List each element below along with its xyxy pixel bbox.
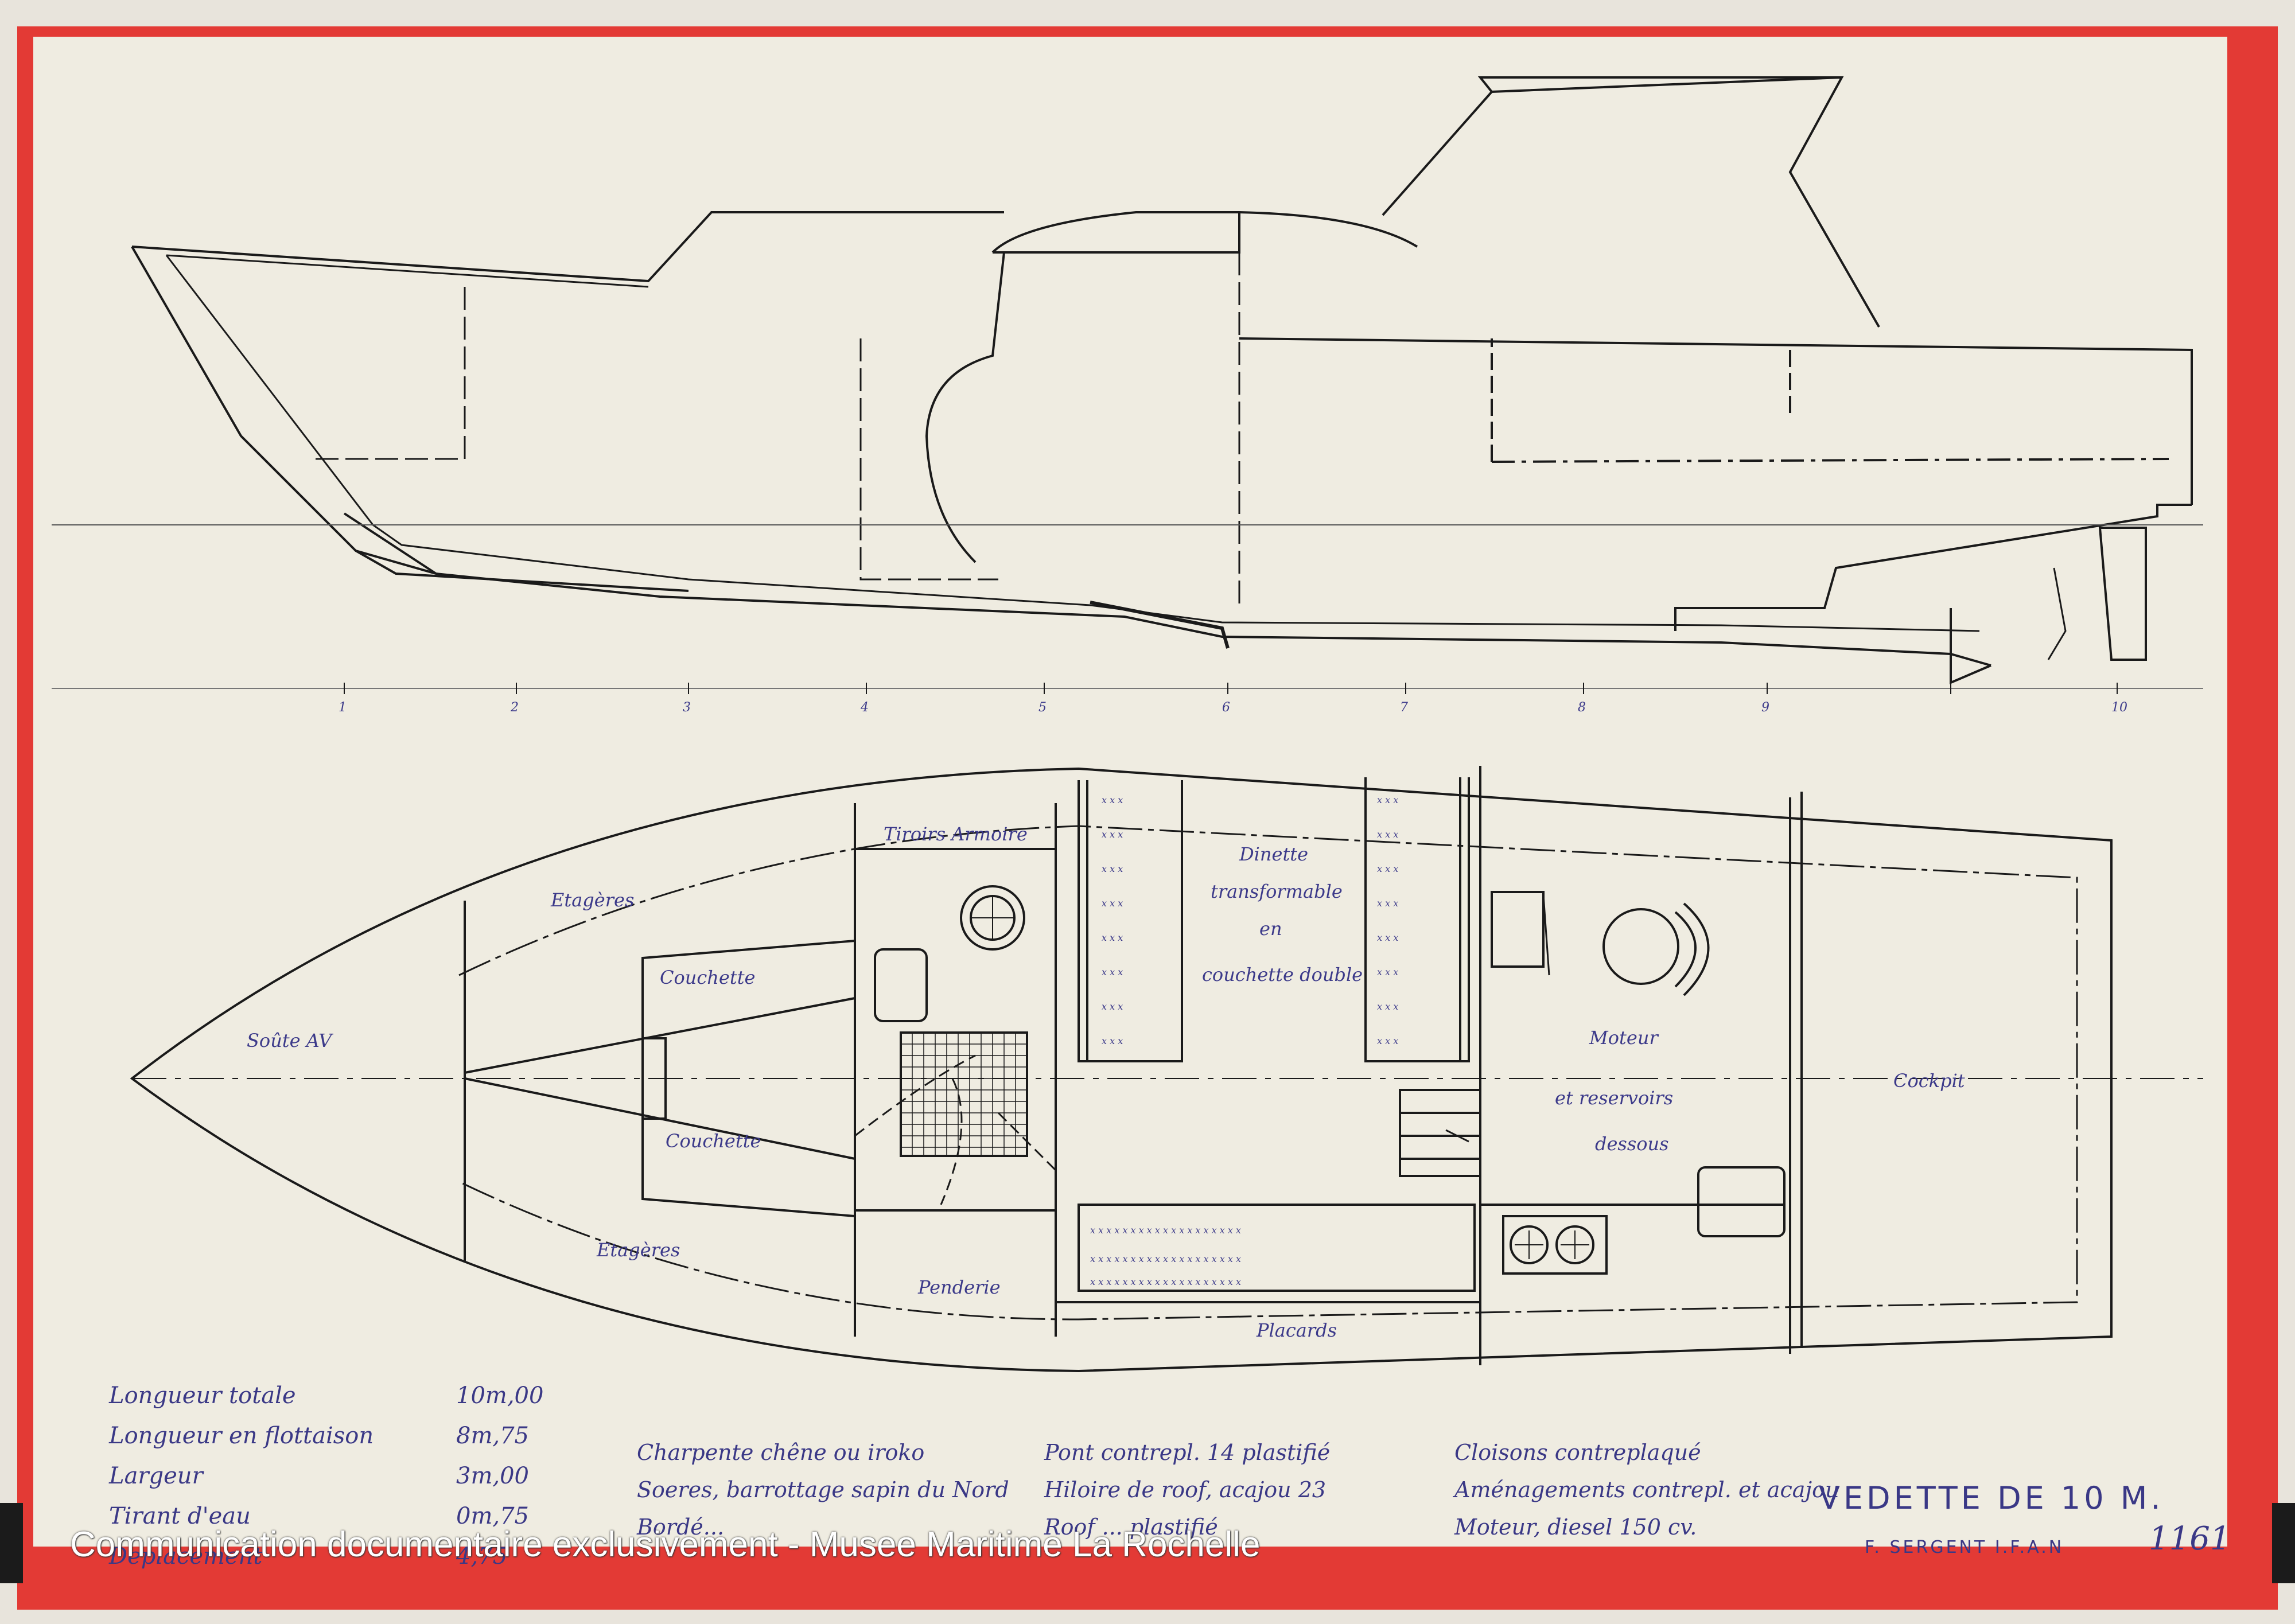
windscreen xyxy=(1382,76,1880,328)
profile-view xyxy=(52,76,2203,694)
label-penderie: Penderie xyxy=(917,1276,1001,1298)
note-line: Bordé... xyxy=(637,1514,725,1540)
spec-value: 10m,00 xyxy=(456,1382,544,1409)
svg-text:x x x: x x x xyxy=(1102,932,1123,943)
plan-number: 1161 xyxy=(2149,1520,2231,1557)
plan-view xyxy=(130,766,2203,1373)
svg-text:x x x: x x x xyxy=(1102,967,1123,977)
deckhouse xyxy=(991,211,1418,254)
station-label: 10 xyxy=(2111,700,2127,715)
svg-text:x x x: x x x xyxy=(1102,829,1123,840)
note-line: Hiloire de roof, acajou 23 xyxy=(1044,1477,1327,1502)
spec-value: 4,75 xyxy=(456,1543,508,1570)
shower-grid xyxy=(900,1031,1028,1157)
label-moteur-2: et reservoirs xyxy=(1555,1087,1673,1109)
svg-text:x x x: x x x xyxy=(1102,795,1123,805)
spec-label: Tirant d'eau xyxy=(109,1503,251,1529)
keel-line xyxy=(131,246,1991,667)
hull-outline xyxy=(130,767,2113,1373)
label-moteur-1: Moteur xyxy=(1589,1027,1659,1049)
label-etageres-top: Etagères xyxy=(550,889,634,911)
label-moteur-3: dessous xyxy=(1595,1133,1669,1155)
label-cockpit: Cockpit xyxy=(1893,1070,1965,1092)
label-dinette-3: en xyxy=(1259,918,1282,940)
station-label: 5 xyxy=(1038,700,1047,715)
designer-name: F. SERGENT I.F.A.N xyxy=(1865,1537,2064,1557)
svg-text:x x x x x x x x x x: x x x x x x x x x x x x x x x x x x x xyxy=(1090,1253,1241,1264)
spec-label: Longueur totale xyxy=(109,1382,296,1409)
station-label: 2 xyxy=(510,700,519,715)
compartment-labels: Tiroirs Armoire Etagères Couchette Soûte… xyxy=(247,823,1965,1341)
tracing-paper xyxy=(33,37,2227,1547)
label-tiroirs-armoire: Tiroirs Armoire xyxy=(884,823,1028,845)
cushion-pattern: x x x x x x x x x x x x x x x x x x x x x x x… xyxy=(1090,795,1398,1287)
svg-text:x x x: x x x xyxy=(1377,967,1398,977)
label-couchette-bottom: Couchette xyxy=(666,1130,761,1152)
svg-text:x x x: x x x xyxy=(1377,829,1398,840)
spec-value: 8m,75 xyxy=(456,1423,529,1449)
svg-text:x x x: x x x xyxy=(1377,898,1398,909)
svg-text:x x x: x x x xyxy=(1102,1035,1123,1046)
drawing-title: VEDETTE DE 10 M. xyxy=(1819,1480,2164,1516)
label-etageres-bottom: Etagères xyxy=(596,1239,680,1261)
spec-label: Deplacement xyxy=(109,1543,263,1570)
note-line: Aménagements contrepl. et acajou xyxy=(1454,1477,1839,1502)
note-line: Pont contrepl. 14 plastifié xyxy=(1044,1440,1331,1465)
station-label: 9 xyxy=(1761,700,1769,715)
station-label: 7 xyxy=(1400,700,1408,715)
svg-text:x x x x x x x x x x: x x x x x x x x x x x x x x x x x x x xyxy=(1090,1276,1241,1287)
svg-text:x x x x x x x x x x: x x x x x x x x x x x x x x x x x x x xyxy=(1090,1225,1241,1236)
note-line: Cloisons contreplaqué xyxy=(1454,1440,1701,1465)
svg-text:x x x: x x x xyxy=(1377,1035,1398,1046)
svg-text:x x x: x x x xyxy=(1102,1001,1123,1012)
svg-text:x x x: x x x xyxy=(1377,932,1398,943)
rudder xyxy=(2098,527,2147,661)
spec-value: 3m,00 xyxy=(456,1463,529,1489)
svg-text:x x x: x x x xyxy=(1377,863,1398,874)
label-dinette-4: couchette double xyxy=(1202,964,1363,986)
label-soute: Soûte AV xyxy=(247,1030,333,1051)
note-line: Charpente chêne ou iroko xyxy=(637,1440,925,1465)
note-line: Soeres, barrottage sapin du Nord xyxy=(637,1477,1009,1502)
note-line: Moteur, diesel 150 cv. xyxy=(1454,1514,1697,1540)
spec-value: 0m,75 xyxy=(456,1503,529,1529)
svg-text:x x x: x x x xyxy=(1102,898,1123,909)
watermark-text: Communication documentaire exclusivement… xyxy=(70,1525,1261,1564)
sheer-line xyxy=(131,211,1004,283)
station-label: 8 xyxy=(1578,700,1586,715)
binder-clip-left xyxy=(0,1503,23,1583)
spec-label: Largeur xyxy=(109,1463,203,1489)
label-placards: Placards xyxy=(1256,1319,1337,1341)
svg-text:x x x: x x x xyxy=(1377,795,1398,805)
station-label: 4 xyxy=(860,700,869,715)
label-dinette-1: Dinette xyxy=(1239,843,1308,865)
binder-clip-right xyxy=(2272,1503,2295,1583)
station-label: 1 xyxy=(339,700,347,715)
spec-label: Longueur en flottaison xyxy=(109,1423,374,1449)
svg-text:x x x: x x x xyxy=(1102,863,1123,874)
note-line: Roof ... plastifié xyxy=(1044,1514,1218,1540)
label-dinette-2: transformable xyxy=(1211,881,1343,902)
station-numbers: 1 2 3 4 5 6 7 8 9 10 xyxy=(339,700,2127,715)
label-couchette-top: Couchette xyxy=(660,967,755,988)
svg-text:x x x: x x x xyxy=(1377,1001,1398,1012)
aft-deck xyxy=(1239,337,2193,505)
station-label: 3 xyxy=(683,700,691,715)
station-label: 6 xyxy=(1222,700,1230,715)
